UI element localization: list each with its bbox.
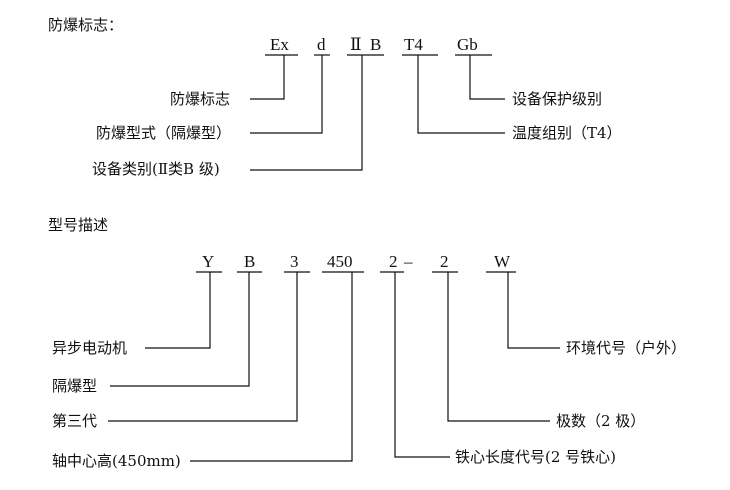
code-part-t4: T4 — [404, 35, 423, 54]
connector-core-length — [394, 272, 450, 458]
label-type: 防爆型式（隔爆型） — [96, 124, 232, 142]
connector-marking — [250, 55, 285, 100]
explosion-section-heading: 防爆标志： — [48, 16, 124, 34]
connector-poles — [447, 272, 550, 422]
model-part-2-core: 2 — [389, 252, 398, 271]
code-part-roman-ii: Ⅱ — [350, 35, 362, 54]
connector-category — [250, 55, 363, 171]
label-shaft-height: 轴中心高(450mm) — [52, 452, 181, 470]
model-part-w: W — [494, 252, 511, 271]
connector-temperature-group — [417, 55, 505, 134]
code-part-ex: Ex — [270, 35, 289, 54]
model-part-450: 450 — [327, 252, 353, 271]
label-environment: 环境代号（户外） — [566, 339, 687, 357]
connector-shaft-height — [190, 272, 353, 462]
connector-protection-level — [469, 55, 505, 100]
label-poles: 极数（2 极） — [556, 412, 646, 430]
code-part-b: B — [370, 35, 382, 54]
connector-type — [250, 55, 323, 134]
model-part-dash: – — [404, 252, 413, 271]
label-flameproof: 隔爆型 — [52, 377, 98, 395]
label-category: 设备类别(Ⅱ类B 级) — [92, 160, 220, 178]
code-part-d: d — [317, 35, 326, 54]
model-part-2-poles: 2 — [440, 252, 449, 271]
code-part-gb: Gb — [457, 35, 478, 54]
label-core-length: 铁心长度代号(2 号铁心) — [455, 448, 617, 466]
label-protection-level: 设备保护级别 — [512, 90, 603, 108]
model-part-3: 3 — [290, 252, 299, 271]
model-section-heading: 型号描述 — [48, 216, 109, 234]
label-temperature-group: 温度组别（T4） — [512, 124, 622, 142]
connector-flameproof — [110, 272, 250, 387]
label-motor: 异步电动机 — [52, 339, 128, 357]
label-marking: 防爆标志 — [170, 90, 231, 108]
connector-motor — [145, 272, 211, 349]
connector-generation — [108, 272, 298, 422]
model-part-y: Y — [202, 252, 215, 271]
connector-environment — [507, 272, 560, 349]
model-part-b: B — [244, 252, 256, 271]
label-generation: 第三代 — [52, 412, 98, 430]
